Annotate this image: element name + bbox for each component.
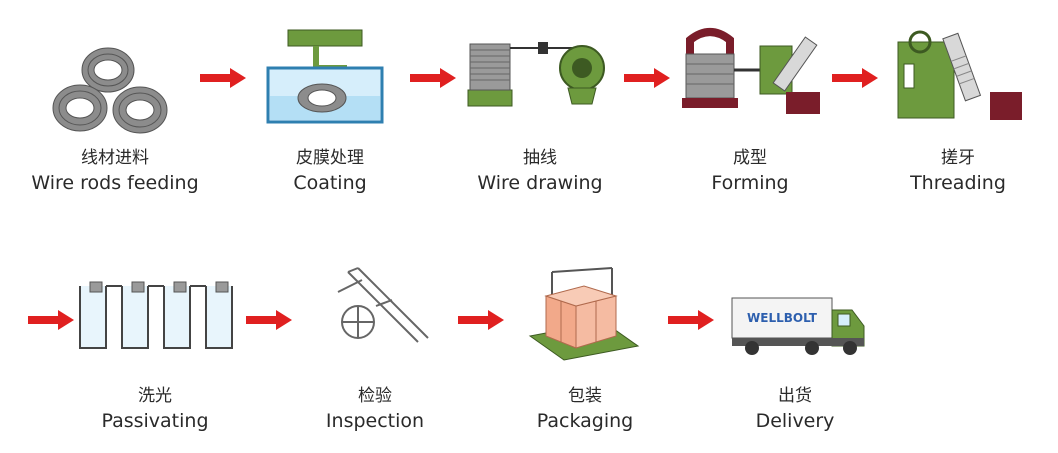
step-label-delivery: 出货 Delivery (700, 384, 890, 434)
step-forming-illustration (676, 24, 826, 119)
step-label-cn: 出货 (778, 386, 812, 406)
step-coating-illustration (262, 28, 392, 128)
step-label-cn: 搓牙 (941, 148, 975, 168)
step-label-cn: 皮膜处理 (296, 148, 364, 168)
flow-arrow-icon (832, 68, 878, 92)
step-label-packaging: 包装 Packaging (490, 384, 680, 434)
step-label-wire-rods-feeding: 线材进料 Wire rods feeding (10, 146, 220, 196)
step-label-cn: 线材进料 (81, 148, 149, 168)
step-delivery-illustration: WELLBOLT (730, 290, 870, 360)
wire-coil-icon (112, 86, 168, 134)
step-label-en: Inspection (325, 410, 425, 432)
step-label-en: Wire rods feeding (31, 172, 199, 194)
step-label-inspection: 检验 Inspection (280, 384, 470, 434)
flow-arrow-icon (410, 68, 456, 92)
flow-arrow-icon (200, 68, 246, 92)
flow-arrow-icon (668, 310, 714, 334)
step-label-coating: 皮膜处理 Coating (235, 146, 425, 196)
step-passivating-illustration (76, 274, 246, 354)
step-label-cn: 抽线 (523, 148, 557, 168)
wire-coil-icon (81, 47, 135, 93)
step-wire-rods-feeding-illustration (40, 28, 180, 143)
step-label-cn: 检验 (358, 386, 392, 406)
flow-arrow-icon (28, 310, 74, 334)
truck-logo: WELLBOLT (747, 311, 818, 325)
wire-coil-icon (52, 84, 108, 132)
step-label-en: Passivating (101, 410, 209, 432)
step-wire-drawing-illustration (460, 30, 610, 110)
step-packaging-illustration (524, 262, 644, 362)
step-label-cn: 成型 (733, 148, 767, 168)
flow-arrow-icon (624, 68, 670, 92)
step-label-passivating: 洗光 Passivating (60, 384, 250, 434)
step-label-en: Wire drawing (477, 172, 603, 194)
flow-arrow-icon (246, 310, 292, 334)
step-label-en: Packaging (536, 410, 634, 432)
step-label-en: Delivery (755, 410, 835, 432)
step-label-cn: 包装 (568, 386, 602, 406)
step-label-en: Forming (711, 172, 789, 194)
flow-arrow-icon (458, 310, 504, 334)
step-label-forming: 成型 Forming (660, 146, 840, 196)
step-label-en: Coating (293, 172, 367, 194)
step-label-threading: 搓牙 Threading (868, 146, 1048, 196)
step-label-wire-drawing: 抽线 Wire drawing (440, 146, 640, 196)
step-inspection-illustration (318, 262, 438, 362)
step-label-en: Threading (910, 172, 1006, 194)
wire-coil-icon (297, 83, 347, 113)
caliper-icon (337, 267, 429, 343)
step-threading-illustration (890, 28, 1030, 123)
step-label-cn: 洗光 (138, 386, 172, 406)
